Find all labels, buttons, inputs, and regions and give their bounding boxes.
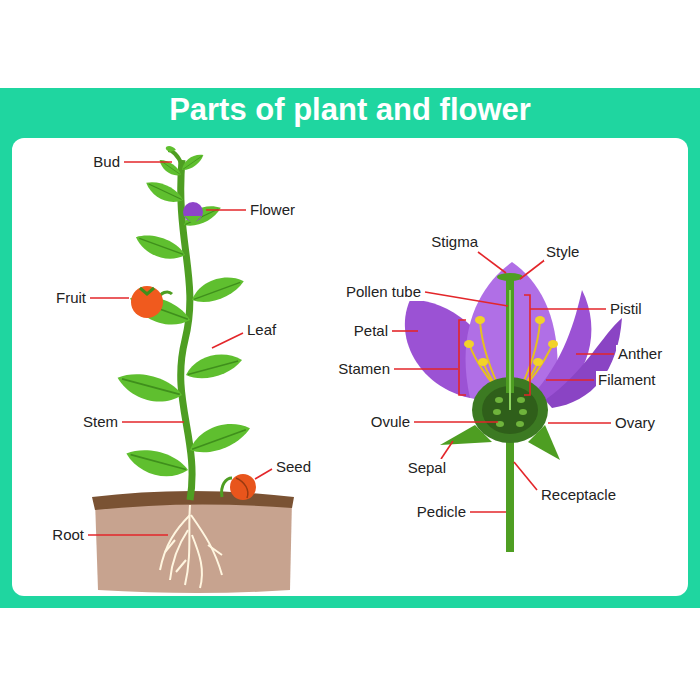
part-label: Sepal: [406, 459, 448, 477]
part-label: Filament: [596, 371, 658, 389]
part-label: Pistil: [608, 300, 644, 318]
part-label: Ovary: [613, 414, 657, 432]
soil: [95, 500, 292, 593]
title: Parts of plant and flower: [0, 92, 700, 128]
green-frame: [0, 88, 700, 608]
part-label: Pedicle: [415, 503, 468, 521]
part-label: Style: [544, 243, 581, 261]
seed: [230, 474, 256, 500]
white-panel: [12, 138, 688, 596]
roots: [160, 505, 222, 588]
leaves: [114, 151, 253, 483]
flower-cross-section: [405, 262, 622, 552]
part-label: Pollen tube: [344, 283, 423, 301]
leader-lines: [88, 162, 614, 535]
part-label: Stamen: [336, 360, 392, 378]
part-label: Bud: [91, 153, 122, 171]
part-label: Seed: [274, 458, 313, 476]
part-label: Stigma: [429, 233, 480, 251]
part-label: Stem: [81, 413, 120, 431]
part-label: Fruit: [54, 289, 88, 307]
part-label: Leaf: [245, 321, 278, 339]
fruit: [131, 286, 163, 318]
part-label: Root: [50, 526, 86, 544]
part-label: Flower: [248, 201, 297, 219]
bud: [166, 146, 176, 152]
part-label: Receptacle: [539, 486, 618, 504]
part-label: Anther: [616, 345, 664, 363]
part-label: Petal: [352, 322, 390, 340]
part-label: Ovule: [369, 413, 412, 431]
